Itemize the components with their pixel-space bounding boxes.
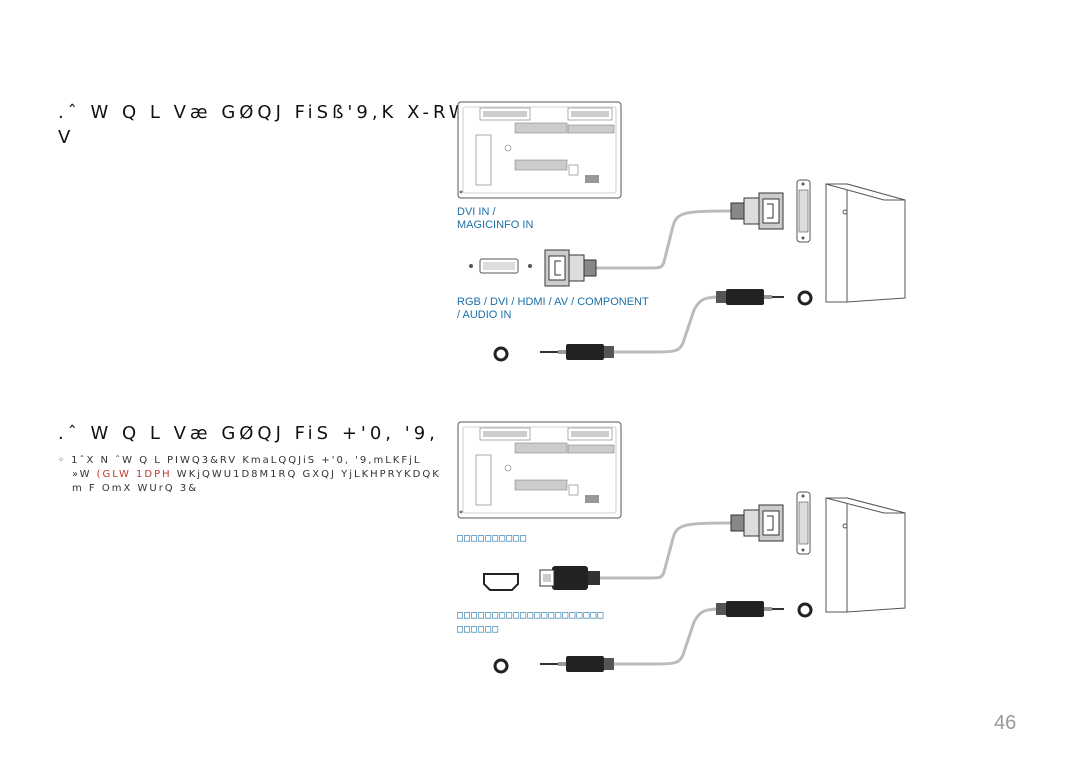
hdmi-plug-icon <box>539 566 600 590</box>
pc-tower-icon <box>825 497 906 613</box>
audio-plug-monitor-icon <box>540 656 614 672</box>
audio-in-label-2-line2: □□□□□□ <box>457 624 500 635</box>
pc-dvi-port-icon <box>796 179 811 243</box>
note-line2-a: »W <box>72 469 97 480</box>
note-line1-text: 1ˆX N ˆW Q L PIWQ3&RV KmaLQQJiS +'0, '9,… <box>71 455 422 466</box>
audio-in-label-line1: RGB / DVI / HDMI / AV / COMPONENT <box>457 296 649 308</box>
note-bullet: ◦ <box>58 455 66 466</box>
audio-plug-monitor-icon <box>540 344 614 360</box>
audio-in-label: RGB / DVI / HDMI / AV / COMPONENT / AUDI… <box>457 296 649 322</box>
pc-audio-port-icon <box>797 602 813 618</box>
note-line2-b: WKjQWU1D8M1RQ GXQJ YjLKHPRYKDQK <box>171 469 441 480</box>
dvi-plug-pc-icon <box>730 192 784 230</box>
dvi-in-label: DVI IN / MAGICINFO IN <box>457 206 533 232</box>
pc-tower-icon <box>825 183 906 303</box>
hdmi-dvi-cable <box>600 521 735 580</box>
audio-in-label-2: □□□□□□□□□□□□□□□□□□□□□ □□□□□□ <box>457 609 604 637</box>
section2-note: ◦ 1ˆX N ˆW Q L PIWQ3&RV KmaLQQJiS +'0, '… <box>58 454 441 496</box>
note-line2: »W (GLW 1DPH WKjQWU1D8M1RQ GXQJ YjLKHPRY… <box>58 468 441 482</box>
pc-dvi-port-icon <box>796 491 811 555</box>
dvi-plug-pc-icon <box>730 504 784 542</box>
monitor-dvi-port-icon <box>469 258 532 274</box>
audio-plug-pc-icon <box>716 289 784 305</box>
audio-cable <box>608 607 723 666</box>
dvi-plug-monitor-icon <box>544 249 597 287</box>
note-line3: m F OmX WUrQ 3& <box>72 483 199 494</box>
audio-plug-pc-icon <box>716 601 784 617</box>
monitor-back-panel-icon <box>457 421 622 519</box>
section1-title-line2: V <box>58 127 75 148</box>
note-edit-name-red: (GLW 1DPH <box>96 469 172 480</box>
section1-title-line1: .ˆ W Q L Væ GØQJ FiSß'9,K X-RW L N <box>58 102 522 123</box>
section2-title: .ˆ W Q L Væ GØQJ FiS +'0, '9, <box>58 423 439 444</box>
dvi-cable <box>594 209 735 270</box>
monitor-audio-port-icon <box>493 658 509 674</box>
hdmi-in-label: □□□□□□□□□□ <box>457 533 528 544</box>
dvi-in-label-line1: DVI IN / <box>457 206 496 218</box>
audio-cable <box>608 295 723 354</box>
section1-title: .ˆ W Q L Væ GØQJ FiSß'9,K X-RW L N <box>58 102 522 123</box>
dvi-in-label-line2: MAGICINFO IN <box>457 219 534 231</box>
monitor-hdmi-port-icon <box>483 573 519 591</box>
audio-in-label-2-line1: □□□□□□□□□□□□□□□□□□□□□ <box>457 610 605 621</box>
page-number: 46 <box>994 712 1017 734</box>
monitor-audio-port-icon <box>493 346 509 362</box>
note-line1: ◦ 1ˆX N ˆW Q L PIWQ3&RV KmaLQQJiS +'0, '… <box>58 454 441 468</box>
monitor-back-panel-icon <box>457 101 622 199</box>
audio-in-label-line2: / AUDIO IN <box>457 309 512 321</box>
pc-audio-port-icon <box>797 290 813 306</box>
